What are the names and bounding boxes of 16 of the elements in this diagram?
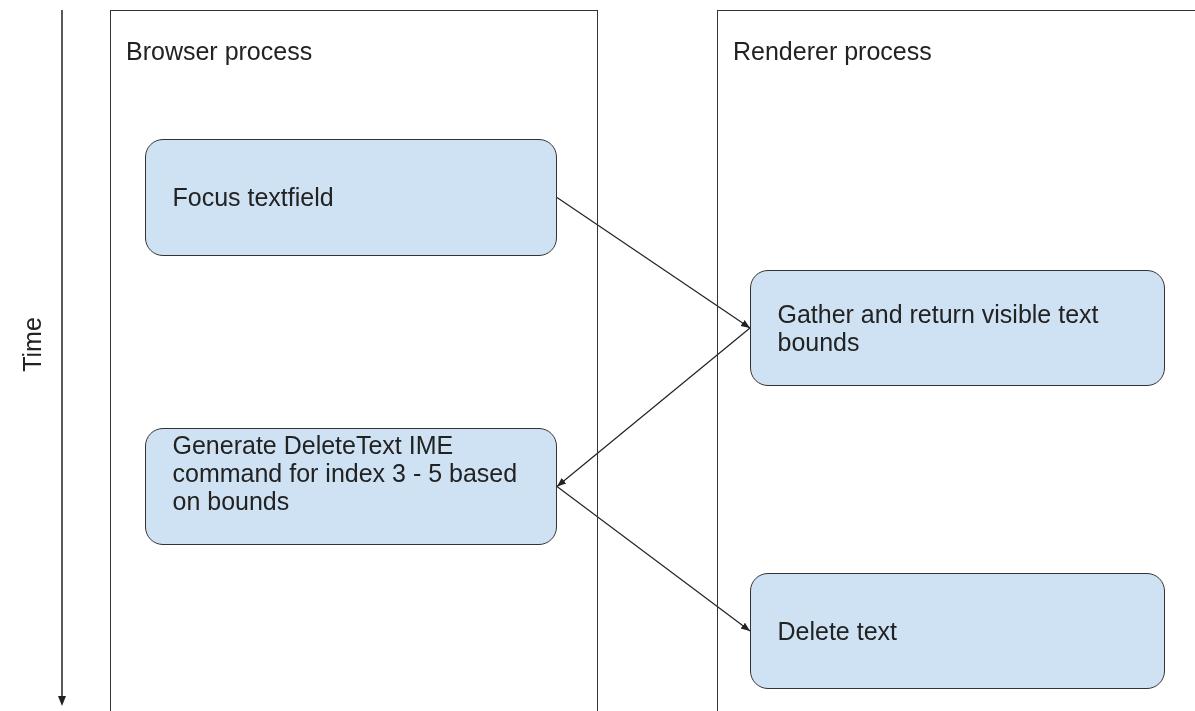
axis-label: Time: [17, 316, 47, 374]
swimlane-box: [717, 10, 1195, 711]
step-text: Delete text: [777, 616, 897, 645]
lane-title: Renderer process: [733, 37, 932, 65]
arrow: [556, 327, 751, 488]
arrow: [556, 196, 751, 329]
process-box: [749, 269, 1165, 386]
step-text: Focus textfield: [172, 183, 334, 211]
process-box: [749, 572, 1165, 689]
step-text: Generate DeleteText IME command for index 3 - 5 based on bounds: [172, 430, 519, 515]
process-box: [144, 427, 557, 545]
lane-title: Browser process: [126, 37, 313, 65]
step-text: Gather and return visible text bounds: [777, 299, 1100, 356]
arrow: [556, 485, 751, 632]
process-box: [144, 138, 557, 256]
swimlane-box: [110, 10, 598, 711]
